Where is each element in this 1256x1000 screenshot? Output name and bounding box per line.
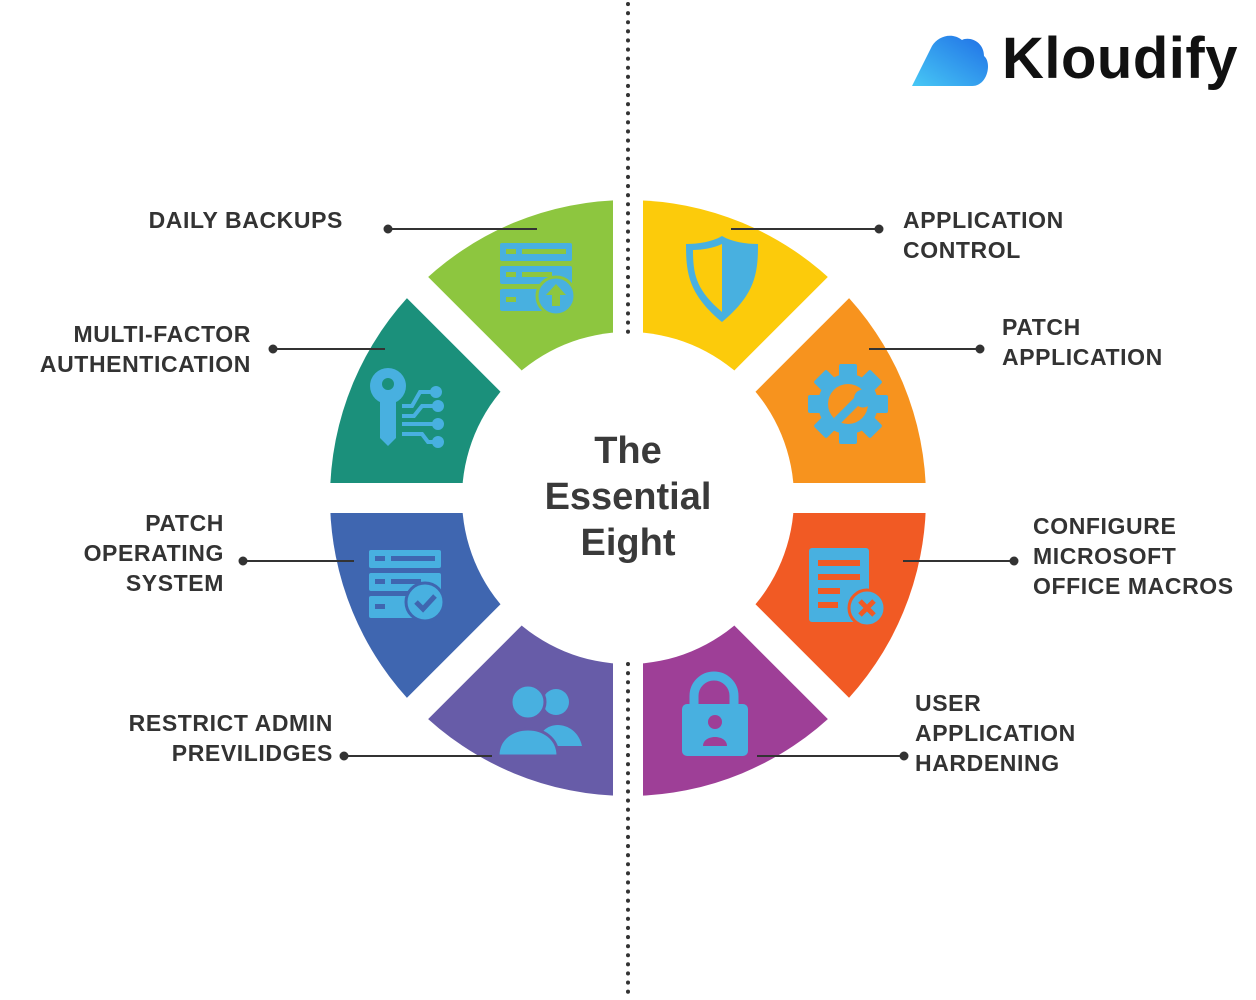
leader-application-control [731,224,884,234]
leader-restrict-admin [339,751,492,761]
center-circle [462,332,794,664]
gear-wrench-icon [808,364,888,444]
lock-user-icon [682,671,748,756]
document-x-icon [809,548,887,628]
leader-patch-os [238,556,354,566]
brand-name: Kloudify [1002,26,1238,91]
leader-patch-application [869,344,985,354]
cloud-icon [912,35,988,86]
leader-mfa [268,344,385,354]
leader-office-macros [903,556,1019,566]
title-line: Eight [580,522,676,564]
center-title: The Essential Eight [528,428,728,566]
users-icon [496,683,582,758]
key-circuit-icon [370,368,444,448]
leader-daily-backups [383,224,537,234]
kloudify-logo: Kloudify [912,24,1238,94]
title-line: Essential [544,476,712,518]
leader-user-hardening [757,751,909,761]
server-upload-icon [500,243,577,317]
server-check-icon [369,550,446,623]
shield-icon [686,236,758,322]
title-line: The [594,430,662,472]
label-daily-backups: DAILY BACKUPS [148,207,343,233]
